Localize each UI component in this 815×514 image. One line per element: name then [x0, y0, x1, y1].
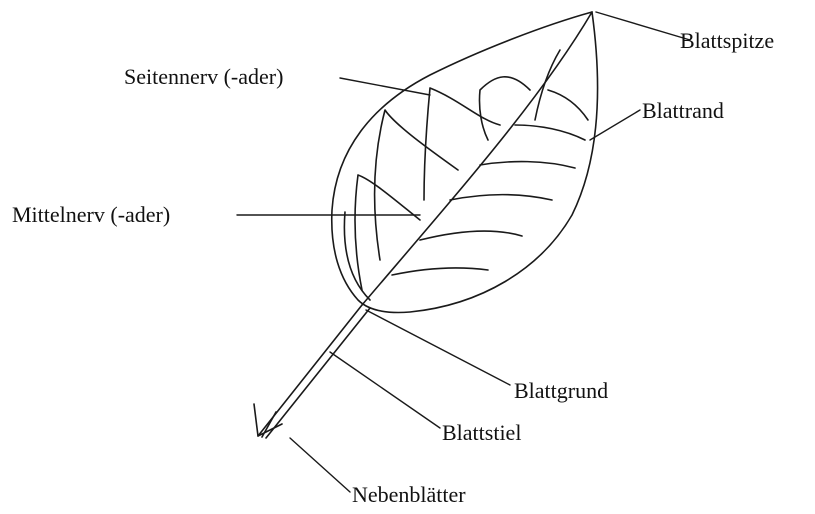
leader-blattstiel [330, 352, 440, 428]
label-seitennerv: Seitennerv (-ader) [124, 64, 283, 89]
label-blattstiel: Blattstiel [442, 420, 521, 445]
leader-seitennerv [340, 78, 430, 95]
label-blattspitze: Blattspitze [680, 28, 774, 53]
label-blattrand: Blattrand [642, 98, 724, 123]
leader-nebenblaetter [290, 438, 350, 492]
stipules [254, 404, 282, 437]
petiole [258, 305, 370, 438]
leader-blattgrund [366, 310, 510, 385]
label-mittelnerv: Mittelnerv (-ader) [12, 202, 170, 227]
label-blattgrund: Blattgrund [514, 378, 608, 403]
label-nebenblaetter: Nebenblätter [352, 482, 466, 507]
leader-blattspitze [596, 12, 690, 40]
lateral-veins-right [392, 90, 588, 275]
